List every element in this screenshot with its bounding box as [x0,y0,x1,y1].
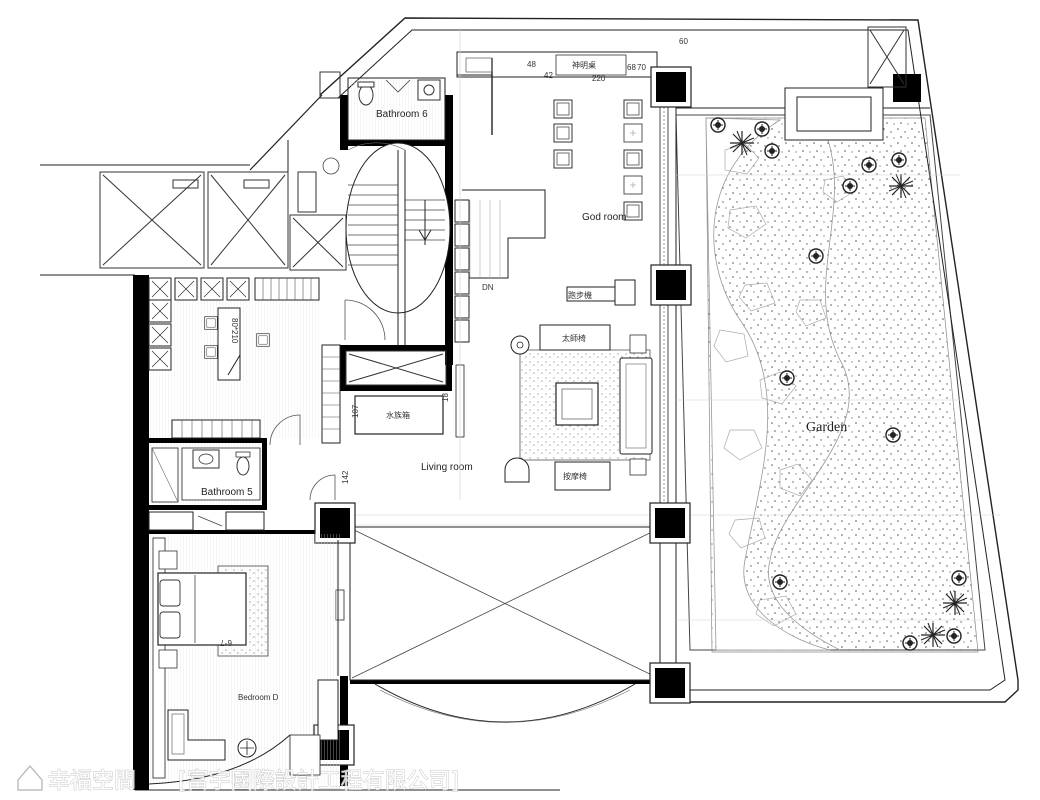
dim-table: 80*210 [230,318,239,344]
room-label-bathroom-5: Bathroom 5 [201,487,253,498]
chair [623,149,643,169]
chair [623,99,643,119]
watermark: 幸福空間 [富宇國際設計工程有限公司] [17,764,460,795]
shrub-icon [861,157,877,173]
shrub-icon [891,152,907,168]
dim-107: 107 [351,404,360,418]
shrub-icon [710,117,726,133]
shrub-icon [951,570,967,586]
dim-68: 68 [627,63,636,72]
shrub-icon [842,178,858,194]
staircase [345,142,451,345]
dim-70: 70 [637,63,646,72]
sink-icon [192,449,220,469]
water-tank-label: 水族箱 [386,410,410,420]
shrub-icon [946,628,962,644]
toilet-icon [358,84,374,106]
study-room: 80*210 [148,277,341,501]
plant-icon [729,130,755,156]
chair [553,149,573,169]
study-table [217,307,241,381]
shafts [99,26,907,386]
watermark-brand: 幸福空間 [48,769,136,794]
massage-chair [554,461,611,491]
floor-drain-icon [322,157,340,175]
outer-walls [40,17,1019,791]
pillow-icon [159,611,181,639]
sofa [619,357,653,455]
plant-icon [942,590,968,616]
massage-chair-label: 按摩椅 [563,471,587,481]
house-logo-icon [17,764,43,791]
dim-60: 60 [679,37,688,46]
chair [204,345,218,359]
armchair [539,324,611,351]
toilet-icon [236,456,250,476]
treadmill-label: 跑步機 [568,290,592,300]
chair [256,333,270,347]
altar-table-label: 神明桌 [572,60,596,70]
altar-table [555,54,627,76]
coffee-table [555,382,599,426]
room-label-bedroom-d: Bedroom D [238,693,279,702]
watermark-company: [富宇國際設計工程有限公司] [178,769,459,794]
shrub-icon [808,248,824,264]
shrub-icon [885,427,901,443]
stool [623,175,643,195]
plant-icon [888,173,914,199]
armchair-label: 太師椅 [562,333,586,343]
dim-bed: 6*7 [219,638,232,647]
god-room: 神明桌 220 48 42 68 70 60 God room DN [454,37,688,343]
dim-142: 142 [341,470,350,484]
pillow-icon [159,579,181,607]
stool [623,123,643,143]
stair-down-label: DN [482,283,494,292]
shrub-icon [772,574,788,590]
lounge-chair [167,709,226,761]
bedroom-d: 6*7 Bedroom D [148,534,340,785]
chair [204,316,218,330]
plant-icon [920,622,946,648]
shrub-icon [779,370,795,386]
dim-48: 48 [527,60,536,69]
room-label-living-room: Living room [421,462,473,473]
dim-220: 220 [592,74,606,83]
shrub-icon [764,143,780,159]
dim-42: 42 [544,71,553,80]
shrub-icon [754,121,770,137]
room-label-god-room: God room [582,212,626,223]
sink-icon [417,79,441,101]
dim-18: 18 [441,393,450,402]
lamp-icon [510,335,530,355]
treadmill [566,286,616,302]
water-tank [354,395,444,435]
columns [313,66,884,766]
room-label-bathroom-6: Bathroom 6 [376,109,428,120]
bathroom-6: Bathroom 6 [347,77,446,141]
void-area [335,526,661,723]
chair [623,201,643,221]
chair [553,99,573,119]
living-room: 跑步機 太師椅 按摩椅 水族箱 107 18 142 Living room [341,30,1000,621]
window-strip [659,94,677,700]
room-label-garden: Garden [806,420,847,435]
shrub-icon [902,635,918,651]
chair [553,123,573,143]
garden-area: Garden [675,114,986,653]
bathroom-5: Bathroom 5 [148,443,265,531]
